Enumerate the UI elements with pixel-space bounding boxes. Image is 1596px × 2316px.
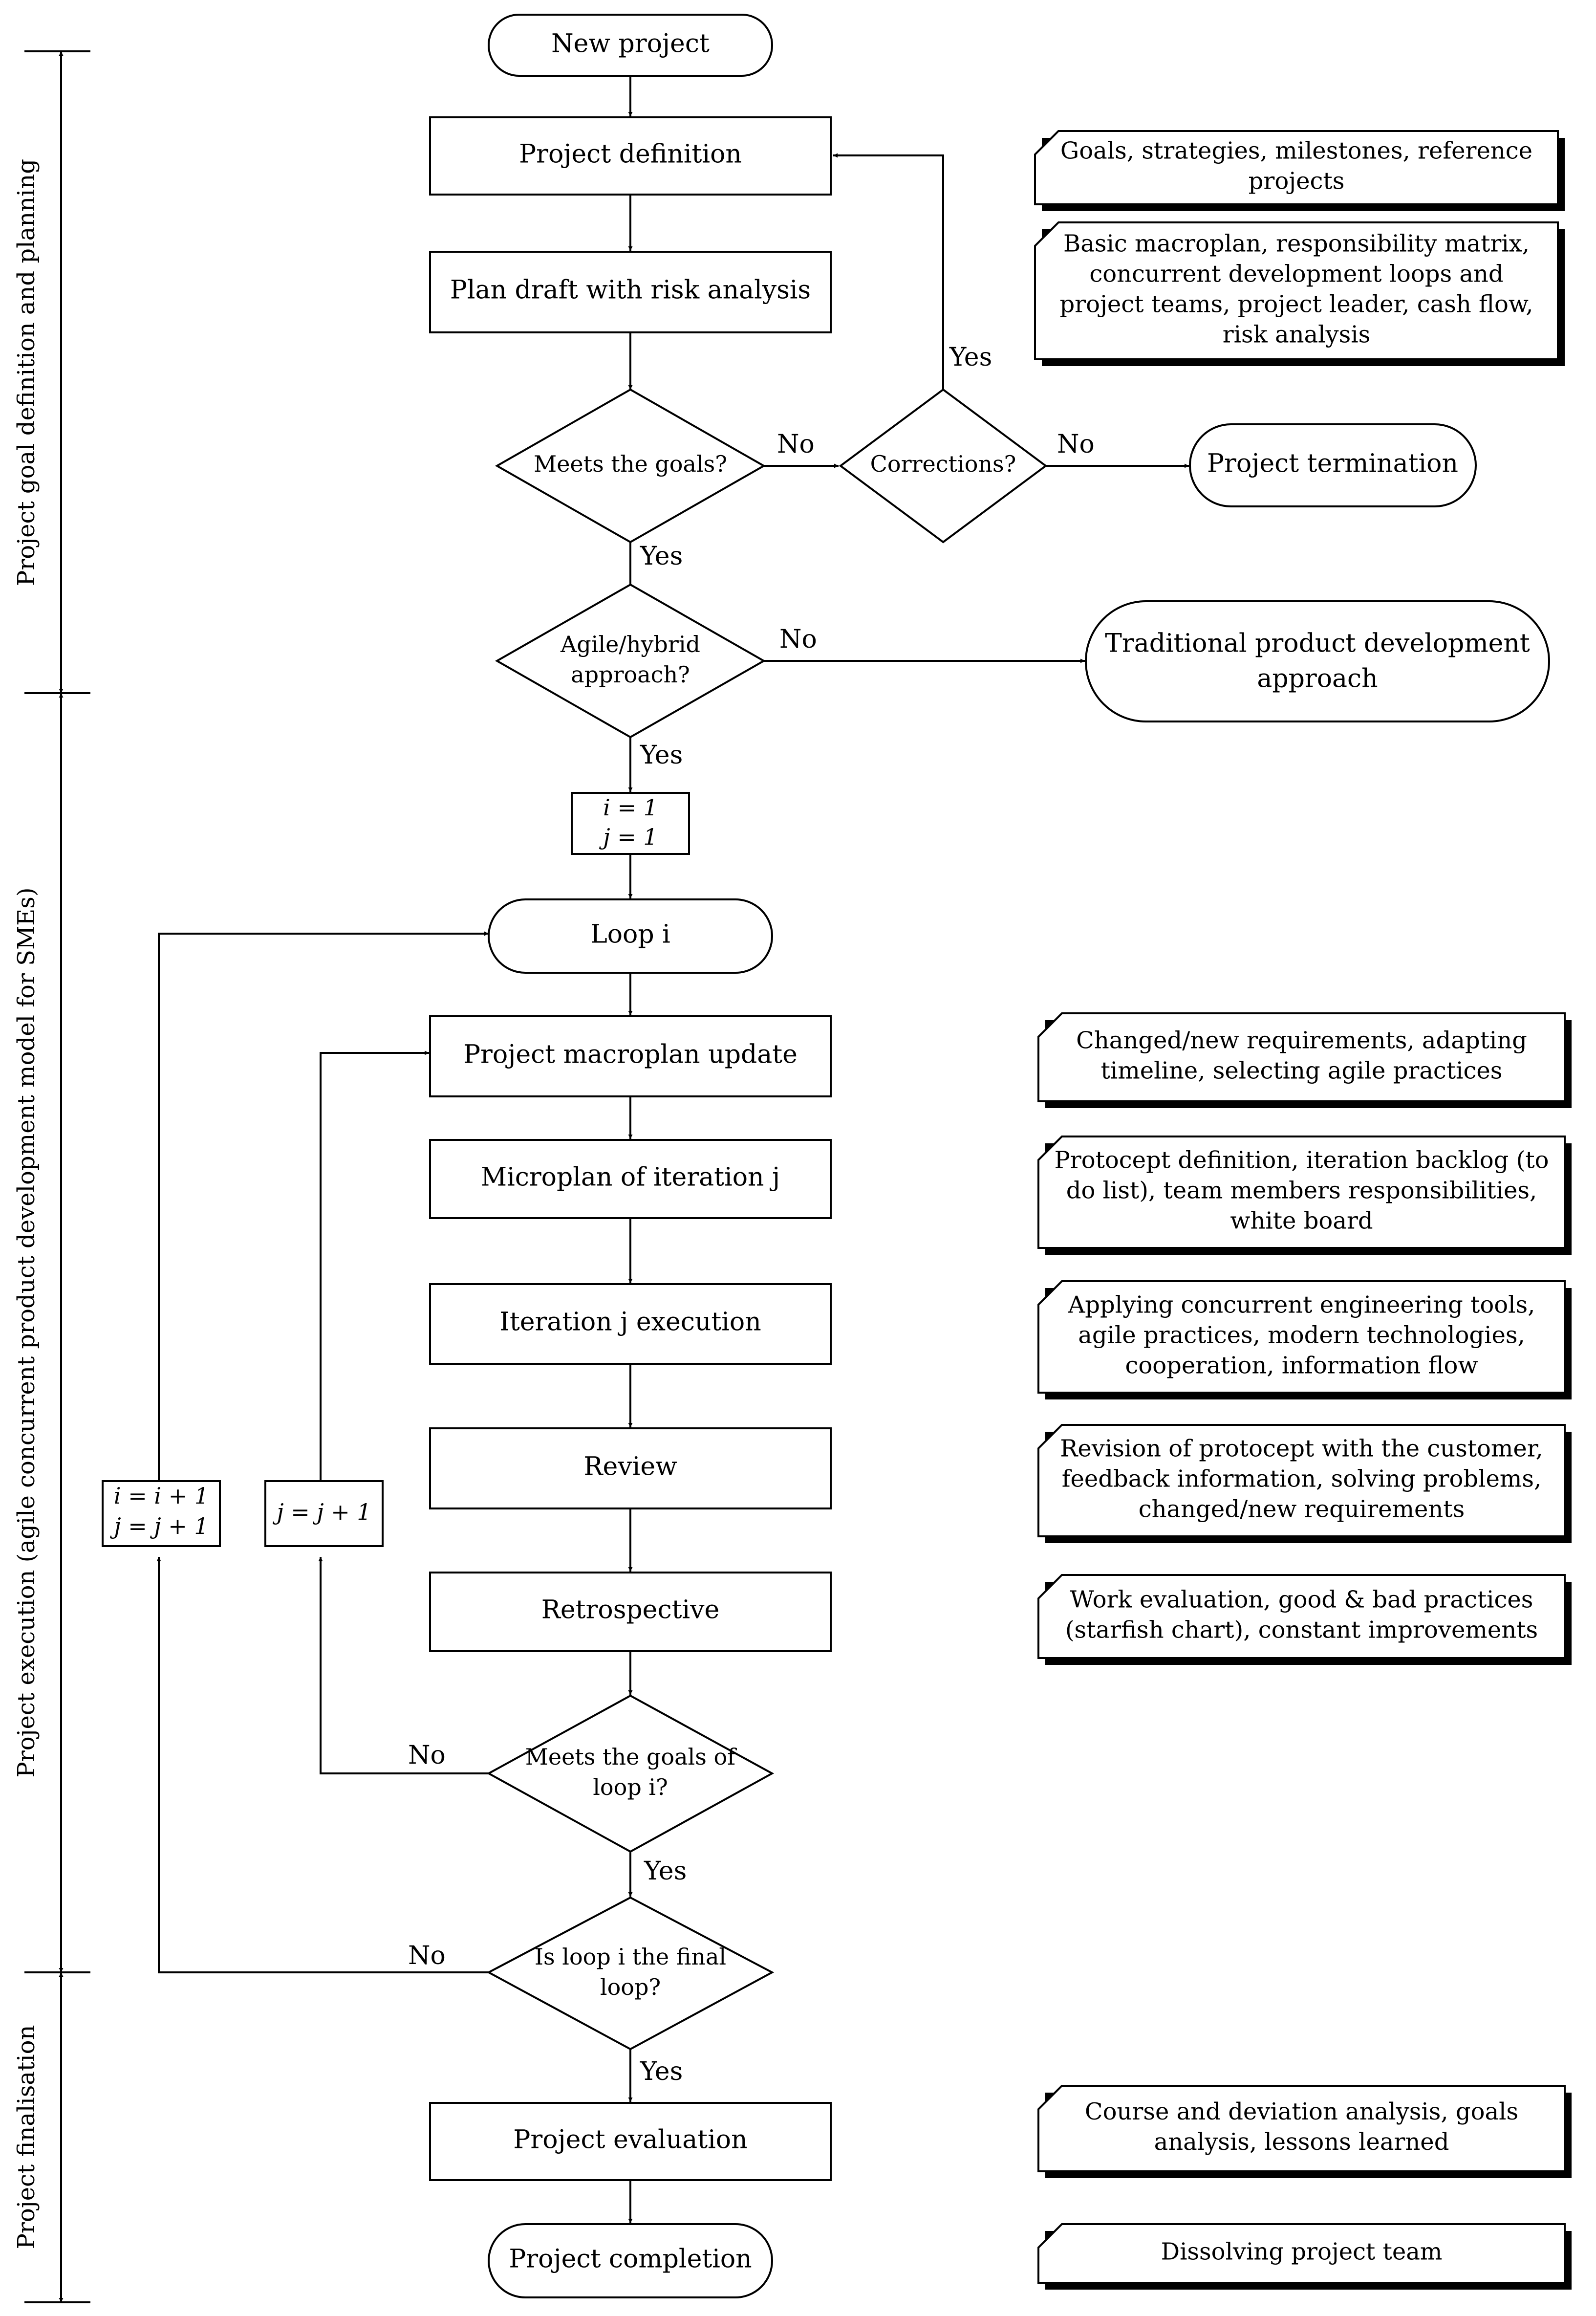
svg-text:Corrections?: Corrections? xyxy=(870,451,1016,477)
note-line: Revision of protocept with the customer, xyxy=(1060,1435,1543,1463)
svg-text:Project definition: Project definition xyxy=(519,140,742,169)
node-plan-draft: Plan draft with risk analysis xyxy=(429,251,832,333)
node-loop-i: Loop i xyxy=(488,898,773,974)
note-line: risk analysis xyxy=(1223,321,1371,349)
note-line: feedback information, solving problems, xyxy=(1062,1465,1542,1493)
note-line: Protocept definition, iteration backlog … xyxy=(1054,1147,1549,1174)
svg-text:Meets the goals of: Meets the goals of xyxy=(525,1744,737,1770)
node-project-completion: Project completion xyxy=(488,2223,773,2298)
notes-column: Goals, strategies, milestones, reference… xyxy=(1034,130,1572,2290)
svg-text:i = i + 1: i = i + 1 xyxy=(114,1483,209,1509)
note-line: projects xyxy=(1249,168,1345,195)
edge-label-no-agile: No xyxy=(779,625,817,654)
note-course: Course and deviation analysis, goals anal… xyxy=(1037,2085,1572,2178)
note-line: changed/new requirements xyxy=(1139,1496,1465,1523)
edge-label-no-meets-goals: No xyxy=(777,430,815,459)
svg-text:New project: New project xyxy=(551,29,710,59)
note-protocept: Protocept definition, iteration backlog … xyxy=(1037,1136,1572,1255)
edge-label-yes-agile: Yes xyxy=(640,741,683,770)
svg-text:Traditional product developmen: Traditional product development xyxy=(1105,629,1530,658)
svg-text:Agile/hybrid: Agile/hybrid xyxy=(560,631,700,657)
node-new-project: New project xyxy=(488,14,773,77)
note-line: Basic macroplan, responsibility matrix, xyxy=(1063,230,1530,258)
note-revision: Revision of protocept with the customer,… xyxy=(1037,1424,1572,1543)
note-line: Work evaluation, good & bad practices xyxy=(1070,1586,1533,1614)
node-increment-i: i = i + 1 j = j + 1 xyxy=(102,1480,221,1547)
node-iteration-execution: Iteration j execution xyxy=(429,1283,832,1365)
node-project-termination: Project termination xyxy=(1189,423,1477,507)
node-increment-j: j = j + 1 xyxy=(264,1480,384,1547)
edge-label-yes-meets-goals: Yes xyxy=(640,542,683,571)
node-retrospective: Retrospective xyxy=(429,1572,832,1652)
node-traditional-approach: Traditional product development approach xyxy=(1085,600,1550,722)
edge-label-yes-corrections: Yes xyxy=(949,343,992,372)
node-microplan: Microplan of iteration j xyxy=(429,1139,832,1219)
svg-text:Loop i: Loop i xyxy=(590,920,670,949)
svg-text:Review: Review xyxy=(583,1452,677,1482)
decision-corrections: Corrections? xyxy=(839,388,1048,544)
node-project-definition: Project definition xyxy=(429,116,832,196)
note-line: do list), team members responsibilities, xyxy=(1066,1177,1537,1204)
note-line: cooperation, information flow xyxy=(1125,1352,1478,1379)
svg-text:Project completion: Project completion xyxy=(509,2245,752,2274)
svg-text:Is loop i the final: Is loop i the final xyxy=(535,1944,726,1970)
edge-label-yes-meets-loop: Yes xyxy=(644,1857,687,1886)
decision-agile-hybrid: Agile/hybrid approach? xyxy=(495,583,766,739)
svg-text:i = 1: i = 1 xyxy=(603,794,658,821)
note-line: project teams, project leader, cash flow… xyxy=(1059,291,1533,318)
svg-text:approach?: approach? xyxy=(571,661,690,688)
svg-text:loop?: loop? xyxy=(600,1974,661,2000)
node-review: Review xyxy=(429,1427,832,1509)
edge-label-yes-final-loop: Yes xyxy=(640,2057,683,2086)
note-evaluation: Work evaluation, good & bad practices (st… xyxy=(1037,1574,1572,1665)
node-macroplan-update: Project macroplan update xyxy=(429,1015,832,1097)
edge-label-no-final-loop: No xyxy=(408,1941,446,1970)
note-line: (starfish chart), constant improvements xyxy=(1065,1617,1538,1644)
note-line: Dissolving project team xyxy=(1161,2238,1443,2266)
phase-planning-label: Project goal definition and planning xyxy=(13,159,40,586)
note-line: timeline, selecting agile practices xyxy=(1101,1057,1503,1085)
svg-text:Project macroplan update: Project macroplan update xyxy=(463,1040,798,1070)
note-macroplan: Basic macroplan, responsibility matrix, c… xyxy=(1034,221,1565,366)
note-requirements: Changed/new requirements, adapting timeli… xyxy=(1037,1012,1572,1108)
note-line: white board xyxy=(1230,1207,1373,1235)
note-line: concurrent development loops and xyxy=(1089,261,1503,288)
phase-finalisation-label: Project finalisation xyxy=(13,2025,40,2250)
edge-label-no-corrections: No xyxy=(1057,430,1095,459)
svg-text:j = j + 1: j = j + 1 xyxy=(109,1513,208,1539)
svg-text:Iteration j execution: Iteration j execution xyxy=(499,1308,761,1337)
svg-text:Meets the goals?: Meets the goals? xyxy=(534,451,727,477)
node-project-evaluation: Project evaluation xyxy=(429,2102,832,2181)
note-line: analysis, lessons learned xyxy=(1154,2128,1449,2156)
note-dissolving: Dissolving project team xyxy=(1037,2223,1572,2290)
phase-rail xyxy=(24,50,90,2303)
svg-text:j = 1: j = 1 xyxy=(599,824,657,850)
decision-meets-loop-goals: Meets the goals of loop i? xyxy=(486,1694,775,1853)
decision-meets-goals: Meets the goals? xyxy=(495,388,766,544)
note-line: Applying concurrent engineering tools, xyxy=(1068,1291,1535,1319)
svg-text:Microplan of iteration j: Microplan of iteration j xyxy=(481,1163,780,1192)
note-line: Changed/new requirements, adapting xyxy=(1076,1027,1527,1054)
decision-final-loop: Is loop i the final loop? xyxy=(486,1896,775,2051)
svg-text:Plan draft with risk analysis: Plan draft with risk analysis xyxy=(450,276,811,305)
svg-text:Project termination: Project termination xyxy=(1207,449,1458,479)
note-line: Course and deviation analysis, goals xyxy=(1085,2098,1518,2125)
edge-label-no-meets-loop: No xyxy=(408,1741,446,1770)
svg-text:loop i?: loop i? xyxy=(593,1774,668,1800)
phase-execution-label: Project execution (agile concurrent prod… xyxy=(13,887,40,1777)
note-line: agile practices, modern technologies, xyxy=(1078,1322,1525,1349)
svg-text:j = j + 1: j = j + 1 xyxy=(272,1499,371,1525)
note-tools: Applying concurrent engineering tools, ag… xyxy=(1037,1280,1572,1399)
note-goals: Goals, strategies, milestones, reference… xyxy=(1034,130,1565,211)
svg-text:Project evaluation: Project evaluation xyxy=(513,2125,747,2155)
svg-text:Retrospective: Retrospective xyxy=(541,1595,720,1625)
note-line: Goals, strategies, milestones, reference xyxy=(1060,137,1532,165)
svg-text:approach: approach xyxy=(1257,664,1378,694)
node-init-counters: i = 1 j = 1 xyxy=(571,792,690,855)
